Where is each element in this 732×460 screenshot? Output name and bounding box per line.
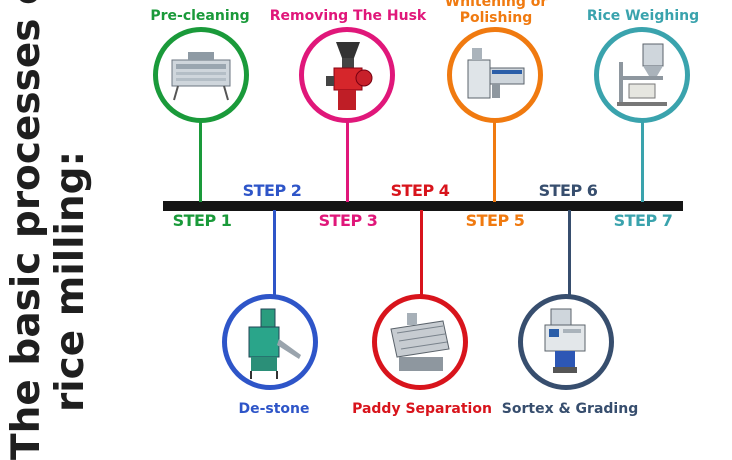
step-5-label: STEP 5 — [465, 211, 525, 230]
step-3-label: STEP 3 — [318, 211, 378, 230]
step-1-label: STEP 1 — [172, 211, 232, 230]
timeline-bar — [163, 201, 683, 211]
step-1-image-circle — [153, 27, 249, 123]
step-2-connector — [273, 210, 276, 302]
polisher-machine-icon — [467, 48, 525, 99]
husker-machine-icon — [326, 42, 373, 110]
step-2-image-circle — [222, 294, 318, 390]
step-4-connector — [420, 210, 423, 302]
step-3-process-label: Removing The Husk — [269, 8, 427, 24]
title-line-2: rice milling: — [48, 150, 93, 412]
step-3-connector — [346, 118, 349, 202]
paddy-separator-machine-icon — [390, 313, 450, 371]
pre-cleaner-machine-icon — [171, 52, 231, 101]
destoner-machine-icon — [248, 308, 301, 379]
step-2-label: STEP 2 — [242, 181, 302, 200]
step-1-process-label: Pre-cleaning — [150, 8, 250, 24]
step-5-connector — [493, 118, 496, 202]
step-7-image-circle — [594, 27, 690, 123]
step-7-process-label: Rice Weighing — [586, 8, 700, 24]
step-4-image-circle — [372, 294, 468, 390]
step-3-image-circle — [299, 27, 395, 123]
step-6-process-label: Sortex & Grading — [501, 401, 639, 417]
step-1-connector — [199, 118, 202, 202]
step-7-connector — [641, 118, 644, 202]
step-6-image-circle — [518, 294, 614, 390]
step-2-process-label: De-stone — [238, 401, 310, 417]
step-4-process-label: Paddy Separation — [352, 401, 492, 417]
page-title: The basic processes of rice milling: — [4, 0, 95, 460]
step-5-image-circle — [447, 27, 543, 123]
title-line-1: The basic processes of — [4, 0, 49, 460]
weighing-machine-icon — [617, 43, 667, 106]
color-sorter-machine-icon — [544, 308, 586, 373]
step-5-process-label: Whitening or Polishing — [444, 0, 548, 26]
step-6-connector — [568, 210, 571, 302]
step-6-label: STEP 6 — [538, 181, 598, 200]
step-4-label: STEP 4 — [390, 181, 450, 200]
step-7-label: STEP 7 — [613, 211, 673, 230]
